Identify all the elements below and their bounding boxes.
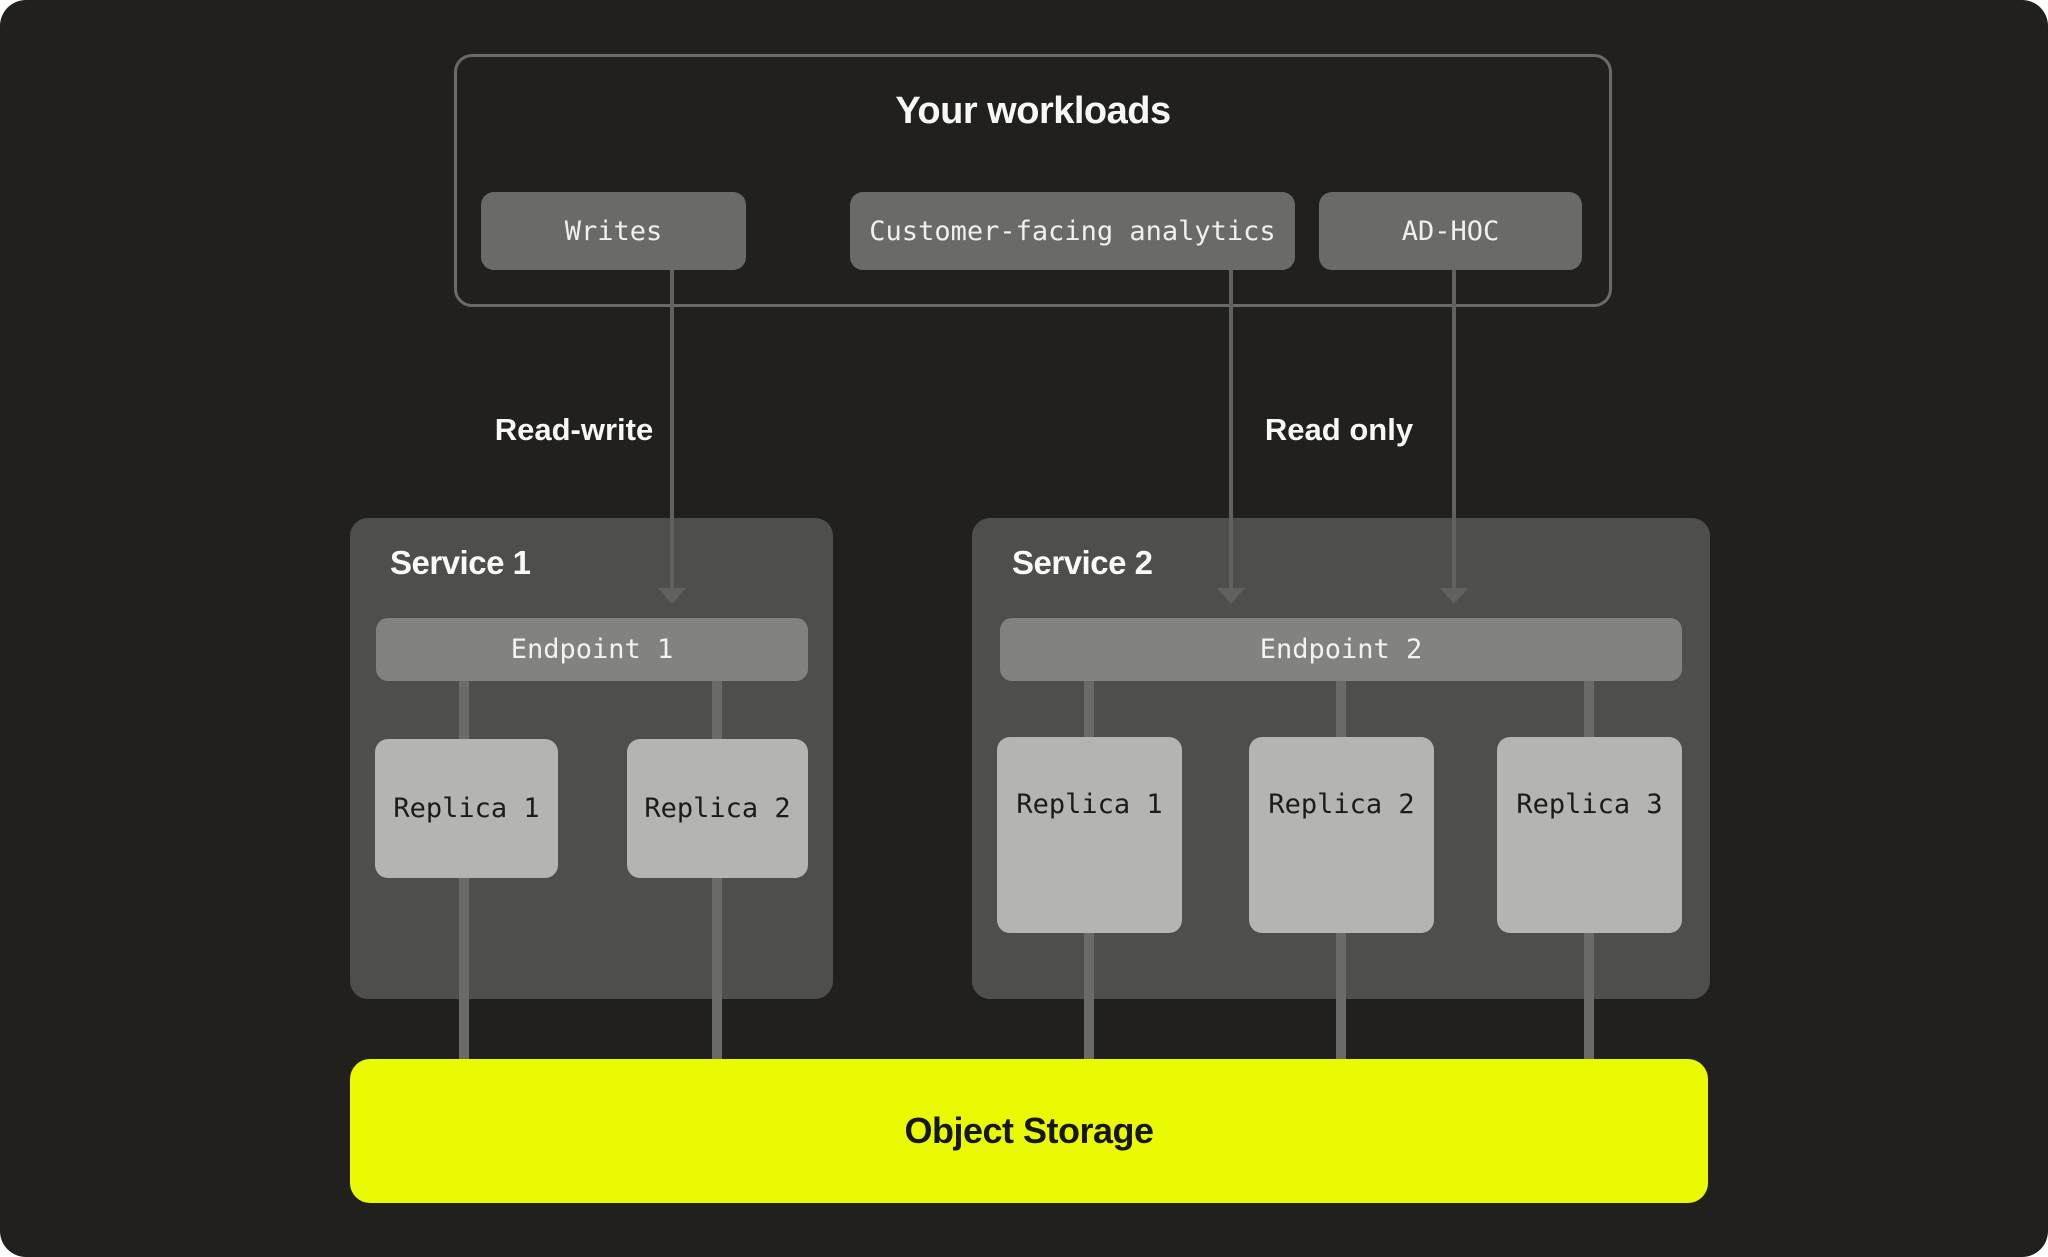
service-1-title: Service 1: [390, 544, 531, 581]
arrow-adhoc-to-endpoint2: [1452, 270, 1456, 588]
arrow-down-icon: [1217, 588, 1245, 604]
workloads-group-box: [454, 54, 1612, 307]
read-only-label: Read only: [1264, 412, 1414, 447]
workload-chip-writes: Writes: [481, 192, 746, 270]
service-1-replica-2: Replica 2: [627, 739, 808, 878]
arrow-writes-to-endpoint1: [670, 270, 674, 588]
service-1-replica-1: Replica 1: [375, 739, 558, 878]
endpoint-2-bar: Endpoint 2: [1000, 618, 1682, 681]
workloads-title: Your workloads: [895, 90, 1171, 132]
service-2-replica-2: Replica 2: [1249, 737, 1434, 933]
endpoint-1-bar: Endpoint 1: [376, 618, 808, 681]
service-2-replica-3: Replica 3: [1497, 737, 1682, 933]
arrow-down-icon: [658, 588, 686, 604]
workload-chip-ad-hoc: AD-HOC: [1319, 192, 1582, 270]
service-2-title: Service 2: [1012, 544, 1153, 581]
read-write-label: Read-write: [494, 412, 654, 447]
arrow-down-icon: [1440, 588, 1468, 604]
object-storage-bar: Object Storage: [350, 1059, 1708, 1203]
arrow-analytics-to-endpoint2: [1229, 270, 1233, 588]
service-2-replica-1: Replica 1: [997, 737, 1182, 933]
workload-chip-customer-facing-analytics: Customer-facing analytics: [850, 192, 1295, 270]
